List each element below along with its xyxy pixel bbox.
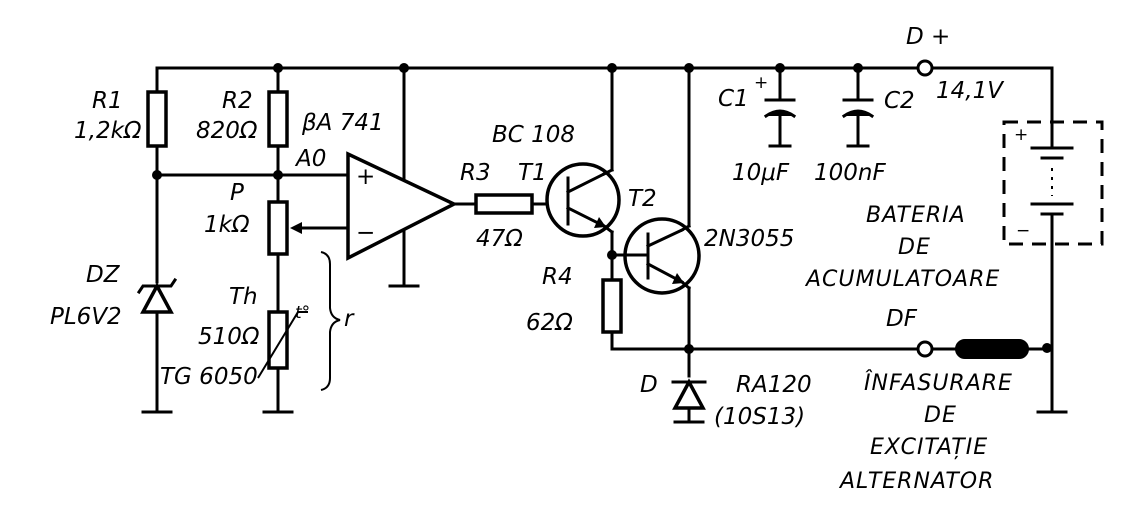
transistor-t2 [610,66,701,378]
coil-label-4: ALTERNATOR [838,469,994,494]
r1-value: 1,2kΩ [74,118,142,144]
r2-value: 820Ω [196,118,258,144]
opamp-pin: A0 [294,146,326,172]
resistor-r4 [601,278,919,351]
r3-value: 47Ω [476,226,523,252]
opamp-plus: + [356,164,375,190]
potentiometer-p [267,200,350,314]
d-name: D [640,372,658,398]
r3-name: R3 [460,160,491,186]
resistor-r1 [146,66,168,284]
t2-name: T2 [628,186,657,212]
transistor-t1 [545,66,621,282]
battery-minus: − [1016,221,1030,241]
capacitor-c2 [841,66,875,148]
battery [1002,120,1104,414]
terminal-df [916,340,958,358]
th-name: Th [229,284,258,310]
opamp-minus: − [356,220,375,246]
c1-plus: + [754,73,768,93]
th-part: TG 6050 [160,364,258,390]
dplus-label: D + [906,24,950,50]
battery-label-3: ACUMULATOARE [804,267,1000,292]
excitation-coil [955,339,1054,359]
thermistor-th [257,310,308,414]
dz-name: DZ [86,262,121,288]
t1-type: BC 108 [492,122,575,148]
coil-label-1: ÎNFASURARE [864,370,1013,396]
coil-label-2: DE [924,403,957,428]
r-bracket-label: r [344,306,355,332]
top-rail [155,66,1054,124]
zener-diode-dz [136,277,178,414]
c2-name: C2 [884,88,915,114]
r-bracket [320,251,341,391]
voltage-label: 14,1V [936,78,1005,104]
terminal-dplus [916,59,934,77]
opamp-name: βA 741 [301,110,384,136]
r4-value: 62Ω [526,310,573,336]
resistor-r2 [267,66,289,204]
pot-name: P [230,180,244,206]
c2-value: 100nF [814,160,886,186]
d-type2: (10S13) [714,404,805,430]
th-temp: t° [295,303,310,323]
d-type: RA120 [736,372,812,398]
battery-label-2: DE [898,235,931,260]
r2-name: R2 [222,88,253,114]
opamp-ba741 [346,66,458,288]
c1-name: C1 [718,86,749,112]
th-value: 510Ω [198,324,260,350]
dz-value: PL6V2 [50,304,122,330]
battery-label-1: BATERIA [866,203,966,228]
df-label: DF [886,306,918,332]
battery-plus: + [1014,125,1028,145]
coil-label-3: EXCITAȚIE [870,435,988,460]
r4-name: R4 [542,264,573,290]
diode-d [671,378,707,424]
r1-name: R1 [92,88,123,114]
pot-value: 1kΩ [204,212,250,238]
t1-name: T1 [518,160,547,186]
c1-value: 10μF [732,160,790,186]
capacitor-c1 [763,66,797,148]
t2-type: 2N3055 [704,226,794,252]
